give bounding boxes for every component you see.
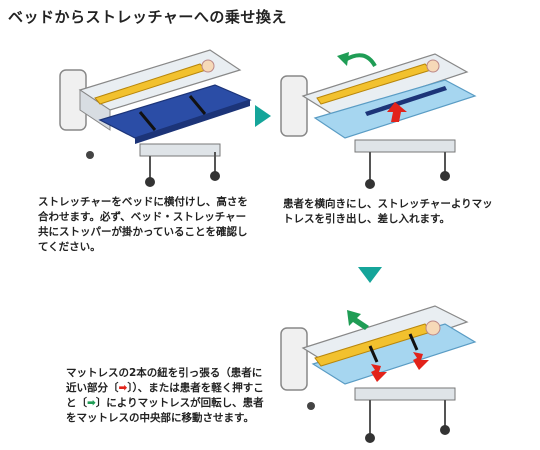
page-title: ベッドからストレッチャーへの乗せ換え — [8, 8, 287, 26]
illustration-step-3 — [275, 288, 495, 448]
step-3-caption: マットレスの2本の紐を引っ張る（患者に近い部分〔➡〕）、または患者を軽く押すこと… — [66, 367, 264, 424]
illustration-step-2 — [275, 40, 495, 190]
step-2-caption: 患者を横向きにし、ストレッチャーよりマットレスを引き出し、差し入れます。 — [283, 198, 493, 225]
next-arrow-icon — [255, 105, 271, 127]
down-arrow-icon — [358, 267, 382, 283]
red-arrow-icon: ➡ — [118, 382, 128, 394]
step-1-caption: ストレッチャーをベッドに横付けし、高さを合わせます。必ず、ベッド・ストレッチャー… — [38, 196, 248, 253]
green-arrow-icon: ➡ — [87, 397, 96, 409]
illustration-step-1 — [40, 40, 260, 190]
